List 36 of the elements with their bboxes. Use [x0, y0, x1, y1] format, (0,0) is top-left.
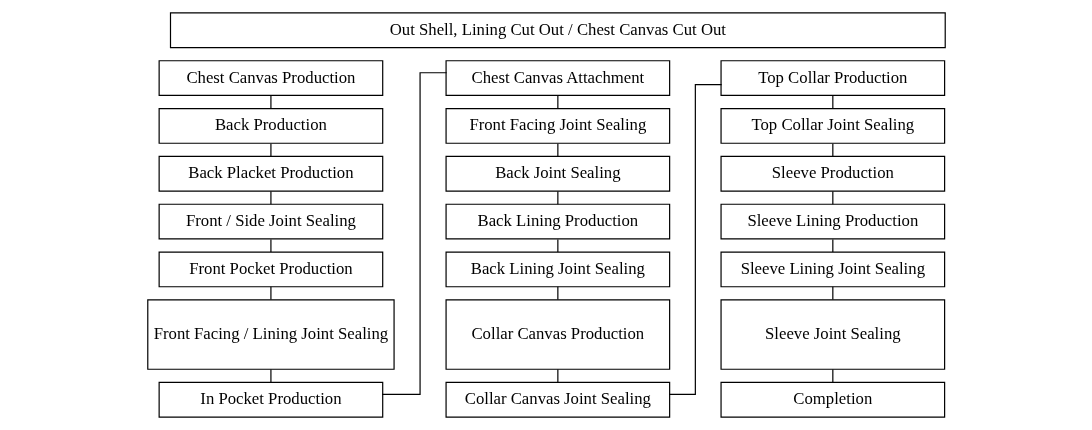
- connector: [269, 190, 272, 205]
- node-box: Collar Canvas Joint Sealing: [444, 381, 670, 418]
- node-box: Front / Side Joint Sealing: [158, 203, 383, 240]
- connector: [269, 143, 272, 157]
- node-box: Chest Canvas Production: [158, 60, 383, 97]
- connector: [556, 238, 558, 253]
- node-box: Top Collar Production: [719, 60, 945, 97]
- connector: [269, 286, 272, 301]
- node-box: Sleeve Joint Sealing: [719, 299, 945, 370]
- connector: [667, 84, 722, 395]
- connector: [269, 95, 272, 110]
- node-box: Completion: [719, 381, 945, 418]
- node-box: Sleeve Production: [719, 155, 945, 192]
- node-box: In Pocket Production: [158, 381, 383, 418]
- node-box: Back Production: [158, 108, 383, 144]
- node-box: Front Facing Joint Sealing: [444, 108, 670, 144]
- node-box: Sleeve Lining Production: [719, 203, 945, 240]
- node-box: Front Pocket Production: [158, 251, 383, 288]
- node-box: Back Placket Production: [158, 155, 383, 192]
- connector: [556, 190, 558, 205]
- node-box: Front Facing / Lining Joint Sealing: [146, 299, 395, 370]
- node-box: Sleeve Lining Joint Sealing: [719, 251, 945, 288]
- connector: [556, 95, 558, 110]
- node-box: Collar Canvas Production: [444, 299, 670, 370]
- node-box: Top Collar Joint Sealing: [719, 108, 945, 144]
- node-box: Back Joint Sealing: [444, 155, 670, 192]
- node-box: Back Lining Joint Sealing: [444, 251, 670, 288]
- connector: [269, 368, 272, 383]
- connector: [381, 72, 447, 395]
- connector: [556, 143, 558, 157]
- node-box: Back Lining Production: [444, 203, 670, 240]
- node-box: Chest Canvas Attachment: [444, 60, 670, 97]
- connector: [556, 286, 558, 301]
- node-box: Out Shell, Lining Cut Out / Chest Canvas Cut Out: [169, 12, 946, 49]
- connector: [556, 368, 558, 383]
- connector: [269, 238, 272, 253]
